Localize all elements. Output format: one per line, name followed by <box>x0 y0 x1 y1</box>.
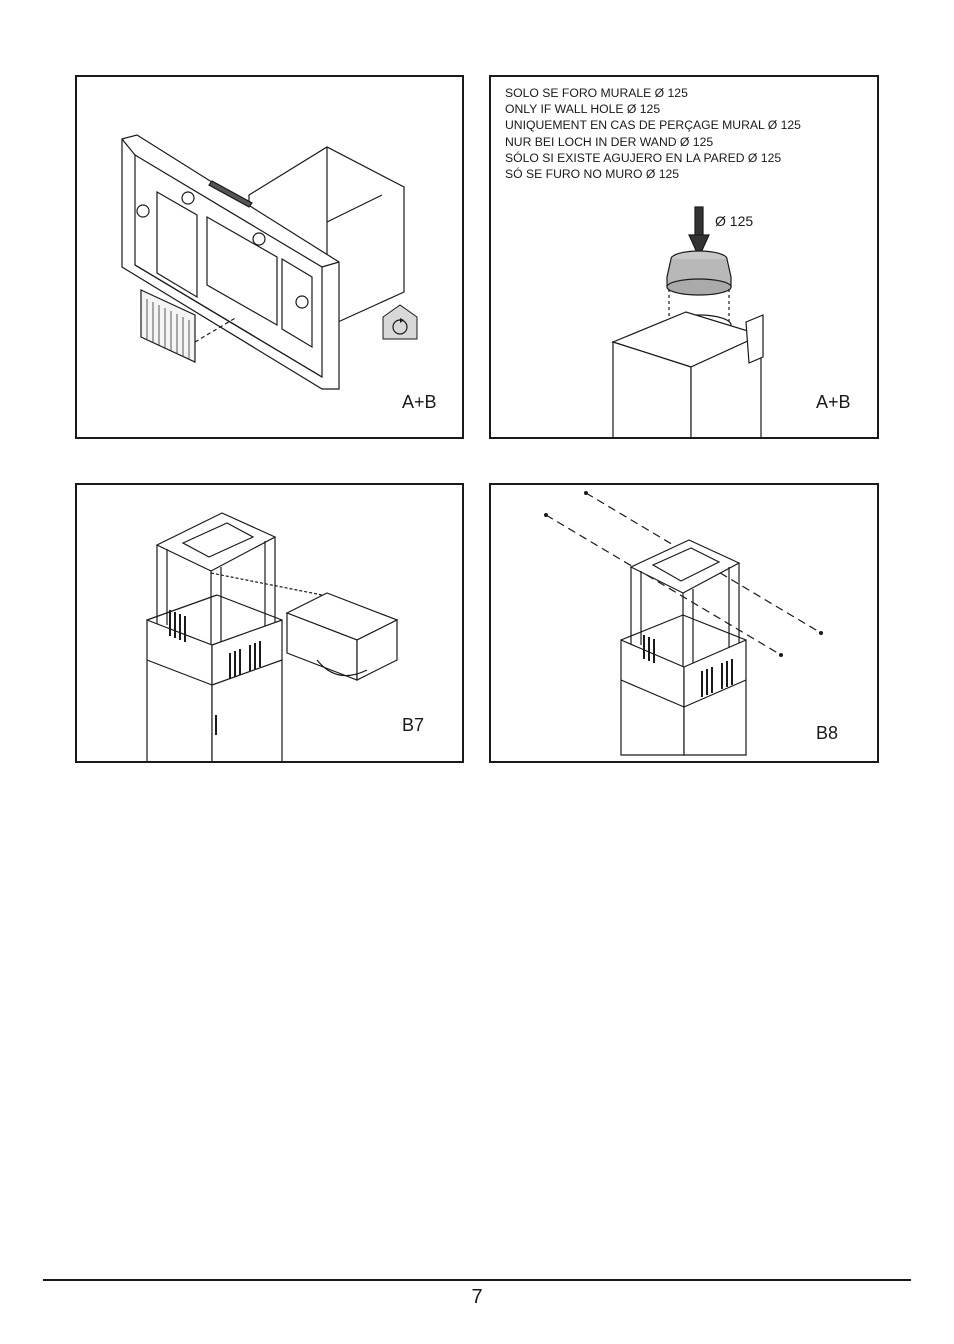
page-number: 7 <box>471 1286 483 1308</box>
note-line: SÓLO SI EXISTE AGUJERO EN LA PARED Ø 125 <box>505 150 782 165</box>
footer-rule <box>43 1279 911 1281</box>
note-line: SÓ SE FURO NO MURO Ø 125 <box>505 167 680 182</box>
hood-front-illustration <box>121 134 418 390</box>
figure-panel-b8: B8 <box>489 483 879 763</box>
diameter-label: Ø 125 <box>715 213 754 229</box>
recirculation-house-icon <box>382 304 418 340</box>
note-line: NUR BEI LOCH IN DER WAND Ø 125 <box>505 134 714 149</box>
figure-panel-b7: B7 <box>75 483 464 763</box>
wall-hole-notes: SOLO SE FORO MURALE Ø 125 ONLY IF WALL H… <box>505 85 801 182</box>
note-line: UNIQUEMENT EN CAS DE PERÇAGE MURAL Ø 125 <box>505 118 801 133</box>
note-line: SOLO SE FORO MURALE Ø 125 <box>505 86 688 100</box>
figure-label: B7 <box>402 715 425 735</box>
note-line: ONLY IF WALL HOLE Ø 125 <box>505 102 661 117</box>
figure-label: B8 <box>816 723 839 743</box>
figure-label: A+B <box>816 392 851 412</box>
b7-illustration <box>146 512 399 761</box>
figure-label: A+B <box>402 392 437 412</box>
figure-panel-hood-front: A+B <box>75 75 464 439</box>
figure-panel-wall-hole: SOLO SE FORO MURALE Ø 125 ONLY IF WALL H… <box>489 75 879 439</box>
b8-illustration <box>544 491 823 756</box>
duct-adapter-illustration <box>611 206 764 437</box>
